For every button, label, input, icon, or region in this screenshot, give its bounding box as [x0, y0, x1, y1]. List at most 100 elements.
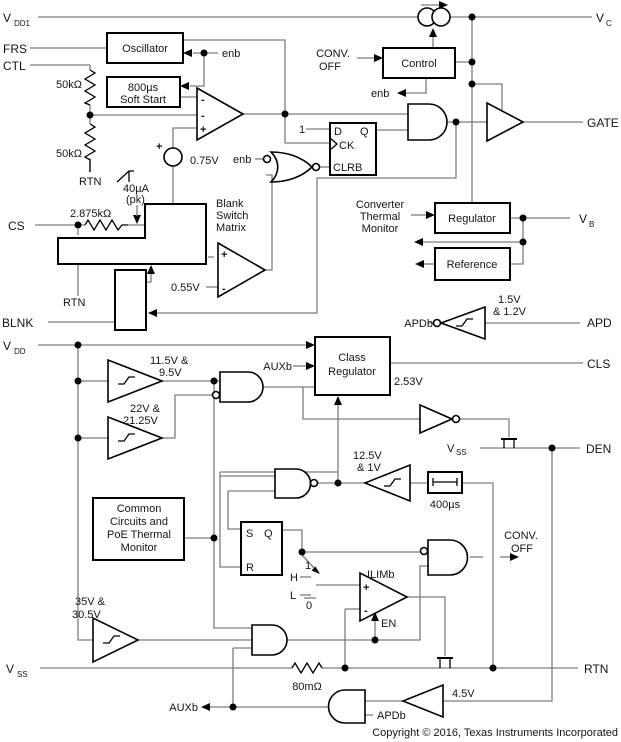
- pin-rtn: RTN: [584, 662, 608, 676]
- copyright-text: Copyright © 2016, Texas Instruments Inco…: [372, 727, 618, 739]
- resistor-2875: [84, 218, 128, 232]
- resistors: [83, 69, 323, 675]
- pwm-minus2-mark: -: [201, 110, 205, 122]
- common-circuits-block: [92, 497, 185, 561]
- matrix-label-3: Matrix: [216, 222, 246, 234]
- mux-0-label: 0: [306, 600, 312, 612]
- enb-nor-label: enb: [233, 154, 251, 166]
- conv-off-and-gate: [419, 539, 469, 576]
- vss-den-label: V: [447, 443, 455, 455]
- ramp-source: [163, 147, 183, 167]
- pin-vss: V: [6, 662, 14, 676]
- conv-off-in-1: CONV.: [316, 48, 350, 60]
- clock-wedge-icon: [329, 137, 338, 151]
- v-305-label: 30.5V: [72, 609, 101, 621]
- vss-den-sub: SS: [456, 448, 467, 457]
- aux-buffer: [400, 683, 444, 719]
- mux-wiper-arrow-icon: [311, 566, 320, 574]
- v-12-label: & 1.2V: [493, 306, 527, 318]
- v-055-label: 0.55V: [171, 282, 200, 294]
- pin-frs: FRS: [3, 42, 27, 56]
- den-fet-icon: [501, 438, 517, 448]
- pin-gate: GATE: [587, 116, 619, 130]
- control-label: Control: [401, 58, 436, 70]
- pin-den: DEN: [586, 442, 611, 456]
- sr-latch-block: [240, 521, 283, 576]
- pwm-and-gate: [407, 103, 448, 141]
- ilim-minus-mark: -: [364, 605, 368, 617]
- v-115-label: 11.5V &: [150, 355, 189, 367]
- uvlo-schmitt: [107, 358, 165, 404]
- latch-r-label: R: [246, 562, 254, 574]
- regulator-label: Regulator: [448, 213, 496, 225]
- r-2875-label: 2.875kΩ: [70, 208, 111, 220]
- poe-and-gate: [251, 624, 288, 656]
- regulator-block: [434, 202, 511, 234]
- pwm-plus-mark: +: [200, 124, 206, 136]
- conv-off-in-2: OFF: [319, 61, 341, 73]
- flip-flop-block: [329, 122, 377, 176]
- latch-s-label: S: [246, 528, 253, 540]
- resistor-80m: [291, 661, 323, 675]
- thermal-label-1: Converter: [356, 199, 405, 211]
- blank-plus-mark: +: [221, 249, 227, 261]
- pin-vss-sub: SS: [17, 670, 28, 679]
- resistor-50k-top: [83, 69, 97, 106]
- gate-driver-buffer: [486, 101, 525, 143]
- current-pulse-icon: [116, 170, 134, 183]
- pin-blnk: BLNK: [2, 316, 33, 330]
- soft-start-label-1: 800µs: [128, 82, 159, 94]
- pin-cls: CLS: [587, 357, 610, 371]
- pin-vb: V: [579, 212, 587, 226]
- class-reg-label-1: Class: [338, 352, 366, 364]
- mid-nand-gate: [274, 468, 319, 499]
- deglitch-label: 400µs: [430, 499, 461, 511]
- v-253-label: 2.53V: [394, 376, 423, 388]
- reference-label: Reference: [447, 259, 498, 271]
- class-nand-gate: [211, 371, 264, 403]
- nor-gate: [262, 151, 321, 183]
- v-35-label: 35V &: [75, 596, 106, 608]
- ff-ck-label: CK: [339, 140, 355, 152]
- r-50k-top-label: 50kΩ: [56, 79, 82, 91]
- den-inverter: [419, 403, 461, 435]
- common-label-1: Common: [117, 503, 162, 515]
- v-1-label: & 1V: [357, 462, 382, 474]
- ilim-plus-mark: +: [363, 582, 369, 594]
- i-40ua-pk-label: (pk): [126, 194, 145, 206]
- enb-osc-label: enb: [222, 48, 240, 60]
- ovp-schmitt: [107, 415, 165, 461]
- mux-1-label: 1: [305, 560, 311, 572]
- common-label-3: PoE Thermal: [107, 529, 171, 541]
- conv-off-out-2: OFF: [511, 543, 533, 555]
- blank-comparator: [217, 241, 267, 299]
- pin-vdd: V: [3, 339, 11, 353]
- pin-vdd-sub: DD: [14, 347, 26, 356]
- pin-vdd1-sub: DD1: [14, 19, 31, 28]
- common-label-2: Circuits and: [110, 516, 168, 528]
- junction-dots: [74, 13, 556, 711]
- mark-schmitt: [92, 616, 140, 664]
- pin-vb-sub: B: [589, 220, 594, 229]
- r-80m-label: 80mΩ: [292, 681, 322, 693]
- ff-d-label: D: [334, 126, 342, 138]
- mux-h-label: H: [290, 572, 298, 584]
- blank-switch-block: [114, 269, 147, 331]
- v-2125-label: 21.25V: [123, 415, 159, 427]
- pin-vc: V: [596, 11, 604, 25]
- rtn-matrix-label: RTN: [63, 297, 85, 309]
- arrowheads: [133, 1, 519, 711]
- ff-q-label: Q: [360, 126, 369, 138]
- conv-off-out-1: CONV.: [504, 530, 538, 542]
- mux-l-label: L: [290, 590, 296, 602]
- ilim-comparator: [359, 571, 409, 623]
- ramp-plus-mark: +: [156, 141, 162, 153]
- enb-ctl-label: enb: [371, 88, 389, 100]
- resistor-50k-bottom: [83, 123, 97, 172]
- blank-switch-matrix-shape: [57, 203, 207, 265]
- ilimb-label: ILIMb: [367, 569, 395, 581]
- soft-start-label-2: Soft Start: [120, 94, 166, 106]
- v-95-label: 9.5V: [159, 367, 182, 379]
- blank-minus-mark: -: [222, 283, 226, 295]
- pwm-comparator: [196, 86, 245, 142]
